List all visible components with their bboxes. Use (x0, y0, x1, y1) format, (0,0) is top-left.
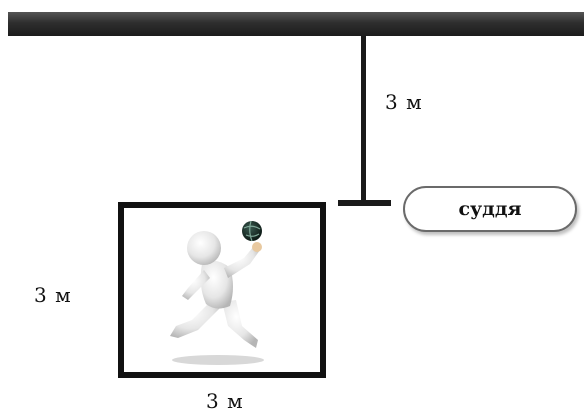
distance-line (361, 36, 366, 204)
square-bottom-label: 3 м (206, 389, 244, 413)
vertical-distance-label: 3 м (385, 90, 423, 114)
square-side-label: 3 м (34, 283, 72, 307)
running-person-icon (170, 220, 264, 365)
square-zone (118, 202, 326, 378)
line-end-bar (338, 200, 391, 206)
judge-box: суддя (403, 186, 577, 232)
ball-icon (242, 220, 262, 242)
judge-label: суддя (458, 198, 522, 220)
wall-bar (8, 12, 584, 36)
